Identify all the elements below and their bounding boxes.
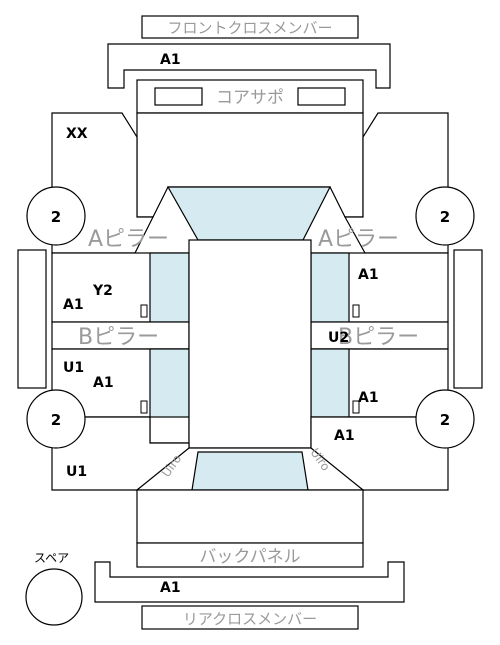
trunk-lid[interactable] <box>136 489 364 544</box>
right-rear-quarter-grade: A1 <box>334 428 355 444</box>
front-cross-member[interactable]: フロントクロスメンバー <box>141 15 359 39</box>
left-b-pillar[interactable]: Bピラー <box>51 321 190 350</box>
left-front-door-grade-upper: Y2 <box>92 283 113 299</box>
right-front-door[interactable]: A1 <box>310 252 449 323</box>
right-b-area-grade: U2 <box>328 330 349 346</box>
a-pillar-right-label: Aピラー <box>318 227 399 252</box>
front-cross-member-label: フロントクロスメンバー <box>167 19 332 37</box>
front-member-grade: A1 <box>160 52 181 68</box>
roof[interactable] <box>188 239 312 449</box>
left-rear-door-grade-upper: U1 <box>63 360 84 376</box>
tire-front-left[interactable]: 2 <box>26 186 86 246</box>
windshield[interactable] <box>166 186 331 241</box>
back-panel-label: バックパネル <box>199 547 300 567</box>
rear-member[interactable]: A1 <box>94 561 405 603</box>
left-front-door[interactable]: Y2 A1 <box>51 252 190 323</box>
right-rear-quarter[interactable]: A1 <box>310 416 449 491</box>
core-support[interactable]: コアサポ <box>136 79 364 114</box>
left-front-fender-grade: XX <box>66 126 88 142</box>
b-pillar-left-label: Bピラー <box>78 325 159 350</box>
right-front-door-grade: A1 <box>358 267 379 283</box>
spare-label: スペア <box>34 551 69 565</box>
tire-rear-left-grade: 2 <box>51 411 61 429</box>
tire-front-right-grade: 2 <box>440 208 450 226</box>
rear-cross-member-label: リアクロスメンバー <box>183 610 317 628</box>
a-pillar-left-label: Aピラー <box>88 227 169 252</box>
right-b-pillar[interactable]: Bピラー U2 <box>310 321 449 350</box>
tire-rear-right[interactable]: 2 <box>415 389 475 449</box>
left-rear-quarter-grade: U1 <box>66 464 87 480</box>
front-member[interactable]: A1 <box>107 43 391 89</box>
core-support-label: コアサポ <box>216 88 284 108</box>
tire-front-left-grade: 2 <box>51 208 61 226</box>
b-pillar-right-label: Bピラー <box>338 325 419 350</box>
left-front-door-grade: A1 <box>63 297 84 313</box>
tire-rear-right-grade: 2 <box>440 411 450 429</box>
right-side-sill[interactable] <box>453 249 483 389</box>
rear-member-grade: A1 <box>160 580 181 596</box>
rear-cross-member[interactable]: リアクロスメンバー <box>141 605 359 630</box>
tire-rear-left[interactable]: 2 <box>26 389 86 449</box>
right-rear-door[interactable]: A1 <box>310 348 449 418</box>
back-panel[interactable]: バックパネル <box>136 542 364 568</box>
left-rear-door[interactable]: U1 A1 <box>51 348 190 444</box>
right-rear-door-grade: A1 <box>358 390 379 406</box>
left-side-sill[interactable] <box>17 249 47 389</box>
left-rear-door-grade: A1 <box>93 375 114 391</box>
spare-tire[interactable]: スペア <box>25 551 83 626</box>
left-rear-quarter[interactable]: U1 <box>51 416 190 491</box>
tire-front-right[interactable]: 2 <box>415 186 475 246</box>
